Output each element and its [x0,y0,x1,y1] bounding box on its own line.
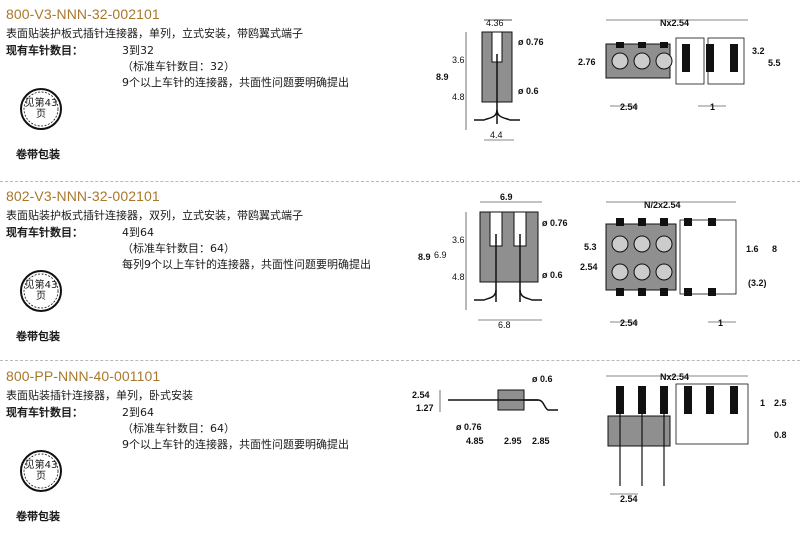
section-divider [0,360,800,361]
dim-label: N/2x2.54 [644,200,681,210]
part-number[interactable]: 802-V3-NNN-32-002101 [6,188,160,204]
dim-label: ø 0.76 [542,218,568,228]
pins-value: 3到32 [122,44,154,57]
product-description: 表面贴装插针连接器，单列，卧式安装 [6,389,193,402]
dim-label: 4.8 [452,272,465,282]
dim-label: 0.8 [774,430,787,440]
pins-label: 现有车针数目： [6,406,83,419]
dim-label: 8 [772,244,777,254]
top-view-drawing-2: N/2x2.54 5.3 2.54 1.6 8 (3.2) 2 [576,194,796,334]
pins-value: 2到64 [122,406,154,419]
dim-label: 1.6 [746,244,759,254]
product-section-1: 800-V3-NNN-32-002101 表面贴装护板式插针连接器，单列，立式安… [0,0,800,180]
part-number[interactable]: 800-V3-NNN-32-002101 [6,6,160,22]
dim-label: 2.54 [412,390,430,400]
dim-label: 1 [710,102,715,112]
dim-label: 2.54 [620,318,638,328]
dim-label: 4.4 [490,130,503,140]
dim-label: 4.85 [466,436,484,446]
product-section-3: 800-PP-NNN-40-001101 表面贴装插针连接器，单列，卧式安装 现… [0,362,800,542]
tape-reel-icon [20,88,62,130]
dim-label: (3.2) [748,278,767,288]
dim-label: 2.5 [774,398,787,408]
reel-icon[interactable]: 见第43 页 [18,86,64,132]
dim-label: Nx2.54 [660,372,689,382]
product-description: 表面贴装护板式插针连接器，单列，立式安装，带鸥翼式端子 [6,27,303,40]
top-view-drawing-3: Nx2.54 1 2.5 0.8 2.54 [576,368,796,508]
dim-label: Nx2.54 [660,18,689,28]
packaging-label: 卷带包装 [16,510,60,523]
dim-label: 1.27 [416,403,434,413]
product-section-2: 802-V3-NNN-32-002101 表面贴装护板式插针连接器，双列，立式安… [0,182,800,362]
dim-label: 4.8 [452,92,465,102]
dim-label: ø 0.76 [456,422,482,432]
dim-label: 8.9 [436,72,449,82]
packaging-label: 卷带包装 [16,148,60,161]
dim-label: 3.6 [452,235,465,245]
dim-label: 5.3 [584,242,597,252]
side-view-drawing-2: 6.9 8.9 6.9 3.6 4.8 ø 0.76 ø 0.6 6.8 [414,192,568,334]
side-view-drawing-1: 4.36 8.9 3.6 4.8 ø 0.76 ø 0.6 4.4 [414,14,554,154]
dim-label: 2.54 [580,262,598,272]
dim-label: 6.8 [498,320,511,330]
dim-label: 2.54 [620,102,638,112]
dim-label: 6.9 [500,192,513,202]
side-view-drawing-3: 2.54 1.27 ø 0.6 ø 0.76 4.85 2.95 2.85 [408,368,568,450]
dim-label: 2.95 [504,436,522,446]
dim-label: 2.76 [578,57,596,67]
reel-page-ref: 见第43 页 [24,280,58,302]
pins-label: 现有车针数目： [6,44,83,57]
dim-label: 6.9 [434,250,447,260]
dim-label: ø 0.6 [518,86,539,96]
dim-label: ø 0.6 [542,270,563,280]
coplanarity-note: 9个以上车针的连接器，共面性问题要明确提出 [122,438,349,451]
tape-reel-icon [20,270,62,312]
dim-label: ø 0.6 [532,374,553,384]
coplanarity-note: 每列9个以上车针的连接器，共面性问题要明确提出 [122,258,371,271]
dim-label: 8.9 [418,252,431,262]
reel-page-ref: 见第43 页 [24,98,58,120]
standard-pins-note: （标准车针数目：64） [122,242,235,255]
dim-label: ø 0.76 [518,37,544,47]
dim-label: 2.54 [620,494,638,504]
product-description: 表面贴装护板式插针连接器，双列，立式安装，带鸥翼式端子 [6,209,303,222]
tape-reel-icon [20,450,62,492]
part-number[interactable]: 800-PP-NNN-40-001101 [6,368,161,384]
dim-label: 2.85 [532,436,550,446]
reel-page-ref: 见第43 页 [24,460,58,482]
coplanarity-note: 9个以上车针的连接器，共面性问题要明确提出 [122,76,349,89]
dim-label: 1 [760,398,765,408]
top-view-drawing-1: Nx2.54 2.76 3.2 5.5 2.54 1 [576,14,786,124]
pins-label: 现有车针数目： [6,226,83,239]
dim-label: 1 [718,318,723,328]
reel-icon[interactable]: 见第43 页 [18,268,64,314]
packaging-label: 卷带包装 [16,330,60,343]
standard-pins-note: （标准车针数目：64） [122,422,235,435]
reel-icon[interactable]: 见第43 页 [18,448,64,494]
standard-pins-note: （标准车针数目：32） [122,60,235,73]
pins-value: 4到64 [122,226,154,239]
dim-label: 5.5 [768,58,781,68]
section-divider [0,181,800,182]
dim-label: 4.36 [486,18,504,28]
dim-label: 3.2 [752,46,765,56]
dim-label: 3.6 [452,55,465,65]
